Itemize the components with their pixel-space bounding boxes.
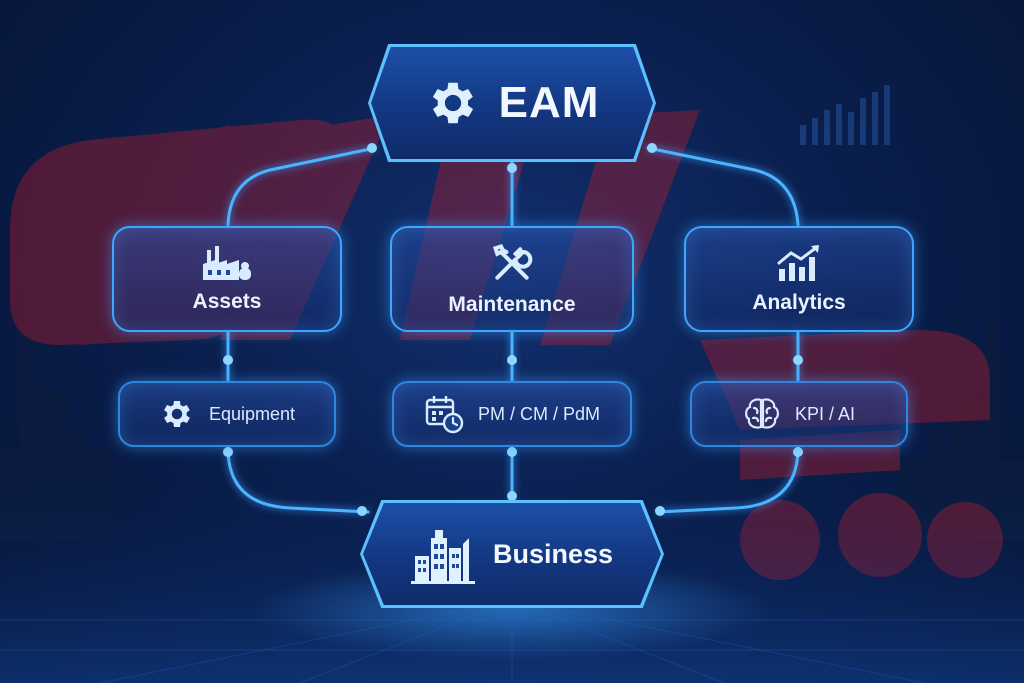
eam-label: EAM [498, 78, 600, 127]
sub-pm-cm-pdm[interactable]: PM / CM / PdM [392, 381, 632, 447]
sub-label: PM / CM / PdM [477, 403, 600, 424]
sub-kpi-ai[interactable]: KPI / AI [690, 381, 908, 447]
tools-icon [490, 241, 534, 285]
gear-icon [425, 75, 481, 131]
module-maintenance[interactable]: Maintenance [390, 226, 634, 332]
business-node[interactable]: Business [360, 500, 664, 608]
module-assets[interactable]: Assets [112, 226, 342, 332]
sub-label: Equipment [208, 403, 296, 424]
sub-equipment[interactable]: Equipment [118, 381, 336, 447]
bar-graphic [800, 85, 890, 145]
gear-icon [159, 396, 195, 432]
calendar-clock-icon [424, 394, 464, 434]
module-label: Maintenance [448, 293, 576, 316]
module-analytics[interactable]: Analytics [684, 226, 914, 332]
module-label: Assets [192, 290, 262, 313]
sub-label: KPI / AI [794, 403, 856, 424]
brain-icon [743, 396, 781, 432]
buildings-icon [410, 524, 475, 584]
business-label: Business [492, 538, 614, 569]
module-label: Analytics [752, 291, 846, 314]
floor-grid [0, 599, 1024, 683]
chart-up-icon [775, 243, 823, 283]
eam-node[interactable]: EAM [368, 44, 656, 162]
factory-icon [201, 244, 253, 282]
